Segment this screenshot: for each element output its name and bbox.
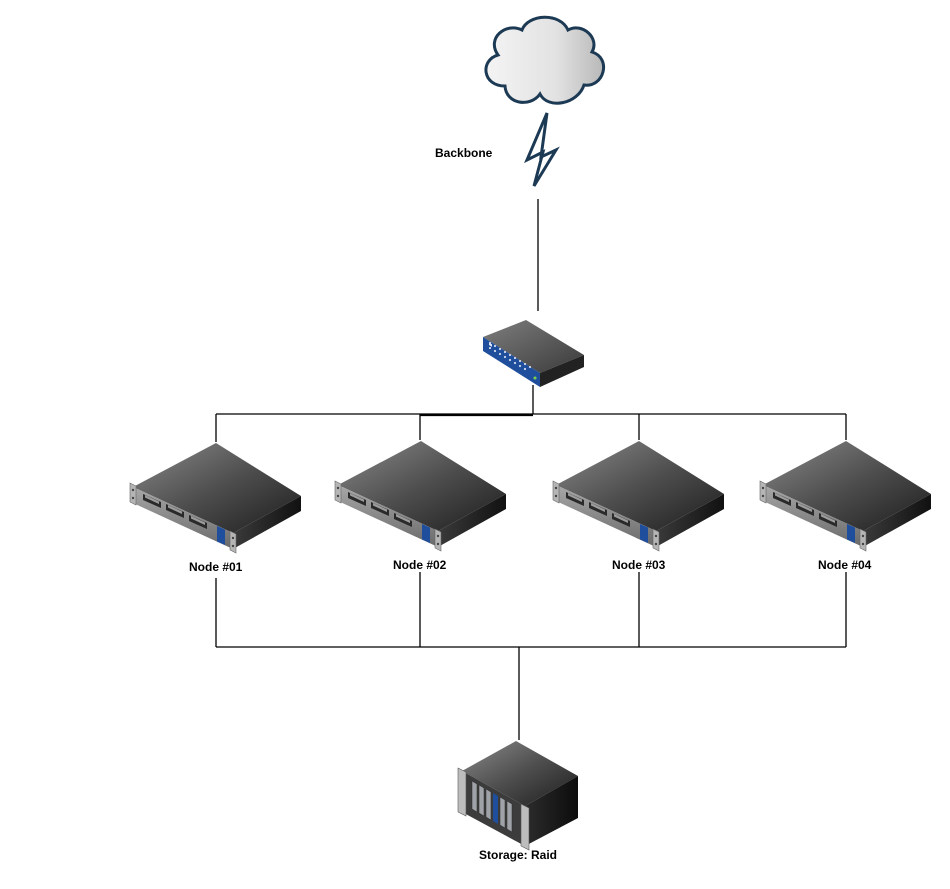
- storage-raid-icon: [457, 741, 578, 851]
- backbone-label: Backbone: [435, 146, 493, 160]
- storage-bus: [215, 572, 847, 740]
- node-01: Node #01: [129, 442, 302, 574]
- lightning-bolt-icon: [524, 112, 560, 187]
- rack-server-icon: [334, 440, 507, 552]
- rack-server-icon: [759, 440, 932, 552]
- storage-label: Storage: Raid: [479, 848, 557, 862]
- node-04: Node #04: [759, 440, 932, 572]
- cloud-icon: [484, 15, 605, 105]
- rack-server-icon: [129, 442, 302, 554]
- node-02: Node #02: [334, 440, 507, 572]
- switch-distribution-bus: [215, 385, 847, 442]
- node-label: Node #03: [612, 558, 666, 572]
- rack-server-icon: [552, 440, 725, 552]
- network-switch-icon: [483, 320, 584, 387]
- node-label: Node #01: [189, 560, 243, 574]
- node-label: Node #02: [393, 558, 447, 572]
- node-03: Node #03: [552, 440, 725, 572]
- node-label: Node #04: [818, 558, 872, 572]
